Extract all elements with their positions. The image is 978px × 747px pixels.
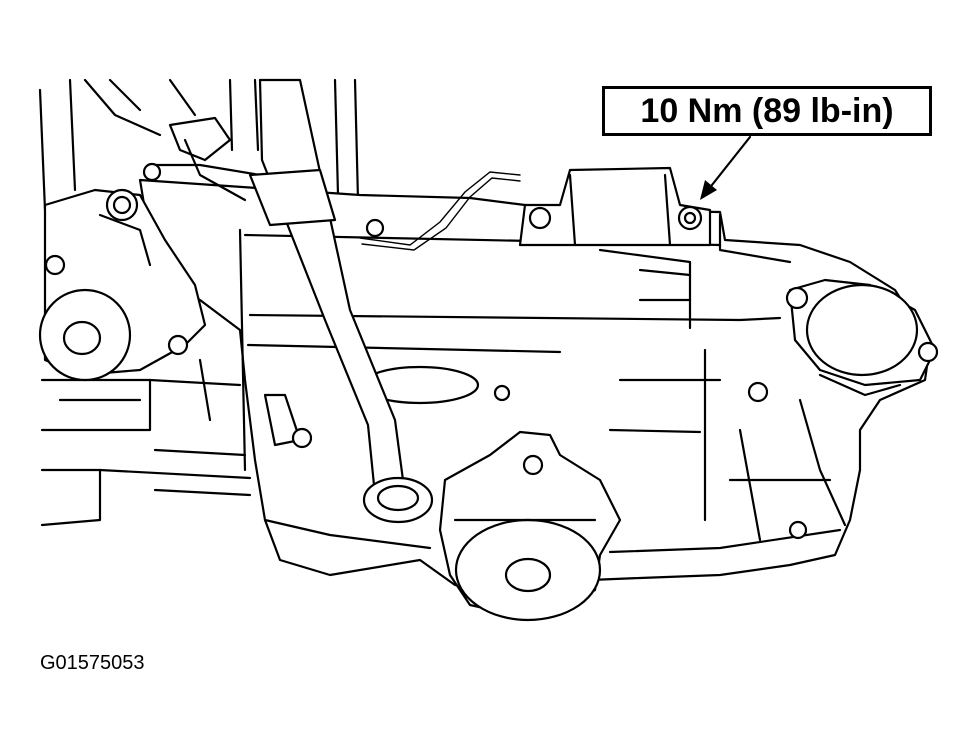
figure-id: G01575053: [40, 652, 145, 674]
frame-lines: [38, 78, 360, 527]
output-housing: [291, 427, 622, 622]
sensor-block: [365, 166, 712, 247]
right-end-cover: [493, 278, 939, 540]
left-housing-boss: [38, 188, 207, 382]
wiring-harness: [238, 171, 521, 472]
torque-callout-label: 10 Nm (89 lb-in): [602, 86, 932, 136]
callout-arrow: [700, 135, 752, 200]
dipstick-tube: [248, 78, 434, 524]
upper-bracket: [142, 116, 262, 202]
